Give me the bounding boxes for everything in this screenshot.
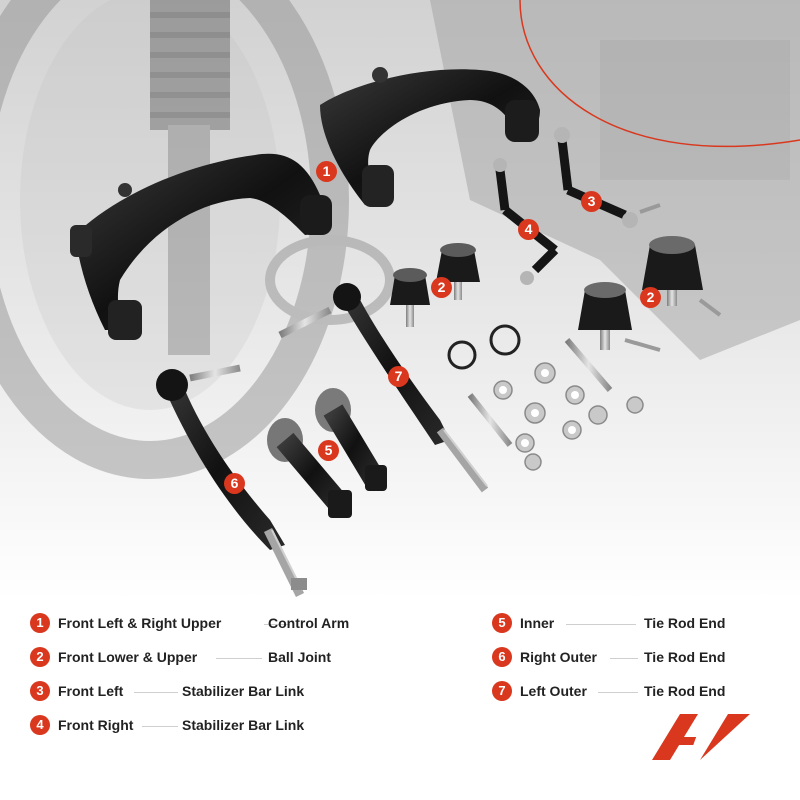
legend-number: 6 (492, 647, 512, 667)
legend-divider (216, 658, 262, 659)
callout-badge-4: 4 (518, 219, 539, 240)
callout-badge-6: 6 (224, 473, 245, 494)
legend-item-5: 5 Inner Tie Rod End (492, 613, 732, 635)
legend-part-position: Right Outer (520, 649, 597, 665)
callout-badge-5: 5 (318, 440, 339, 461)
legend-divider (598, 692, 638, 693)
callout-badge-2b: 2 (640, 287, 661, 308)
legend-number: 2 (30, 647, 50, 667)
callout-badge-7: 7 (388, 366, 409, 387)
legend-divider (142, 726, 178, 727)
legend-part-position: Front Left (58, 683, 124, 699)
hardware-kit (447, 324, 644, 471)
legend-divider (264, 624, 290, 625)
legend-part-position: Left Outer (520, 683, 587, 699)
legend-number: 3 (30, 681, 50, 701)
product-photo (0, 0, 800, 600)
legend-item-1: 1 Front Left & Right Upper Control Arm (30, 613, 370, 635)
legend-part-position: Front Right (58, 717, 134, 733)
legend-part-type: Ball Joint (268, 649, 332, 665)
outer-tie-rod-end-6 (156, 364, 307, 597)
legend-item-4: 4 Front Right Stabilizer Bar Link (30, 715, 370, 737)
legend-divider (134, 692, 178, 693)
legend-part-position: Front Left & Right Upper (58, 615, 222, 631)
legend-part-type: Tie Rod End (644, 683, 726, 699)
upper-control-arm-left (70, 153, 332, 340)
legend-part-type: Stabilizer Bar Link (182, 717, 305, 733)
legend-part-position: Front Lower & Upper (58, 649, 198, 665)
legend-number: 1 (30, 613, 50, 633)
legend-number: 7 (492, 681, 512, 701)
ball-joints (390, 236, 722, 352)
upper-control-arm-right (320, 67, 540, 207)
callout-badge-3: 3 (581, 191, 602, 212)
legend-number: 5 (492, 613, 512, 633)
legend-part-type: Tie Rod End (644, 615, 726, 631)
inner-tie-rod-ends (267, 388, 387, 518)
callout-badge-1: 1 (316, 161, 337, 182)
legend-item-2: 2 Front Lower & Upper Ball Joint (30, 647, 370, 669)
legend-item-7: 7 Left Outer Tie Rod End (492, 681, 732, 703)
legend-part-type: Tie Rod End (644, 649, 726, 665)
legend-number: 4 (30, 715, 50, 735)
legend-part-type: Stabilizer Bar Link (182, 683, 305, 699)
legend-part-position: Inner (520, 615, 555, 631)
brand-logo-icon (652, 714, 750, 760)
legend-item-3: 3 Front Left Stabilizer Bar Link (30, 681, 370, 703)
legend-divider (566, 624, 636, 625)
callout-badge-2: 2 (431, 277, 452, 298)
legend-item-6: 6 Right Outer Tie Rod End (492, 647, 732, 669)
legend-part-type: Control Arm (268, 615, 350, 631)
legend-divider (610, 658, 638, 659)
